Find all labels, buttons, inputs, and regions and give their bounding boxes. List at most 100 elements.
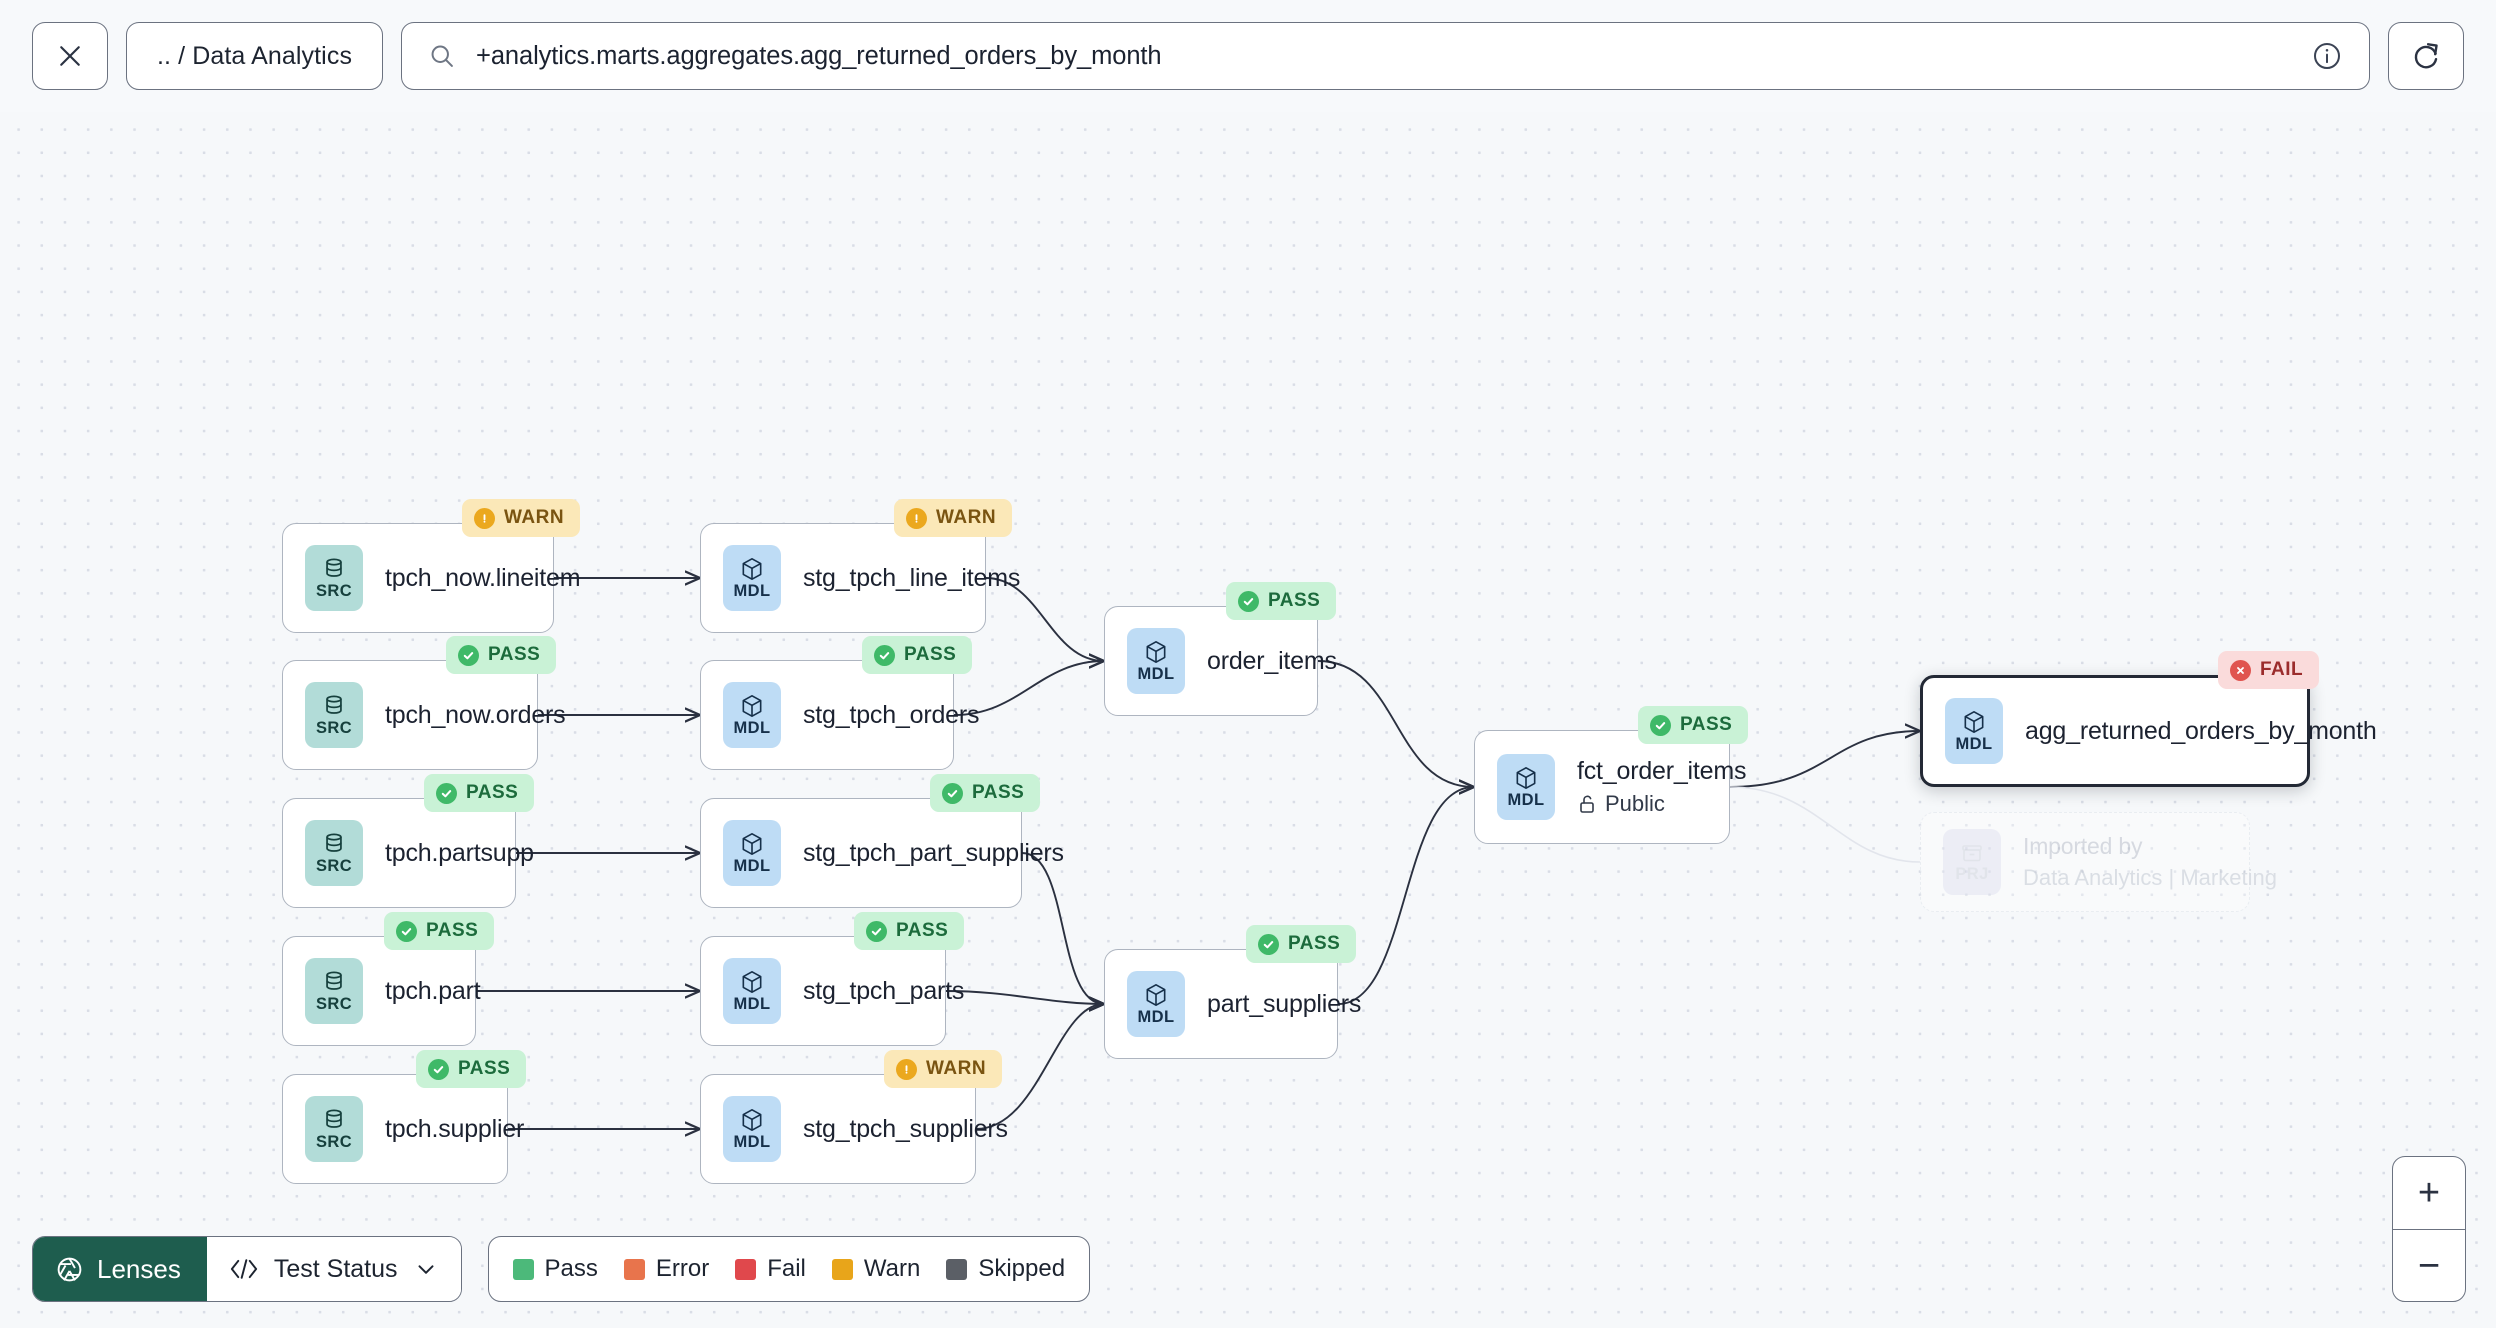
legend-item-fail[interactable]: Fail — [735, 1255, 806, 1283]
status-badge-pass: PASS — [446, 636, 557, 674]
node-type-label: MDL — [733, 995, 771, 1014]
cube-icon — [742, 971, 762, 994]
check-glyph — [463, 651, 474, 659]
check-glyph — [879, 651, 890, 659]
legend-label: Pass — [544, 1255, 598, 1282]
node-type-badge-mdl: MDL — [1945, 698, 2003, 764]
status-legend: Pass Error Fail Warn Skipped — [487, 1236, 1091, 1302]
legend-item-warn[interactable]: Warn — [831, 1255, 920, 1283]
node-type-label: MDL — [1955, 735, 1993, 754]
node-type-label: MDL — [733, 857, 771, 876]
test-status-dropdown[interactable]: Test Status — [206, 1237, 461, 1301]
status-badge-warn: WARN — [462, 499, 581, 537]
check-glyph — [433, 1065, 444, 1073]
node-type-badge-mdl: MDL — [1127, 628, 1185, 694]
node-title: fct_order_items — [1577, 757, 1747, 785]
status-dot — [458, 644, 479, 666]
node-type-label: PRJ — [1955, 865, 1989, 884]
zoom-in-button[interactable]: + — [2393, 1157, 2465, 1229]
close-button[interactable] — [32, 22, 108, 90]
node-body: tpch.part — [385, 976, 481, 1006]
cube-icon — [742, 558, 762, 581]
status-dot — [396, 920, 417, 942]
refresh-button[interactable] — [2388, 22, 2464, 90]
legend-item-error[interactable]: Error — [623, 1255, 709, 1283]
database-icon — [326, 833, 342, 853]
search-input[interactable]: +analytics.marts.aggregates.agg_returned… — [401, 22, 2370, 90]
lenses-button[interactable]: Lenses — [33, 1237, 207, 1301]
node-type-label: SRC — [315, 719, 353, 738]
aperture-icon — [57, 1257, 82, 1281]
node-card-stg_tpch_parts[interactable]: MDL stg_tpch_parts — [700, 936, 965, 1046]
node-title: tpch.supplier — [385, 1114, 525, 1143]
node-type-badge-src: SRC — [305, 545, 363, 611]
close-icon — [60, 46, 80, 66]
status-badge-label: PASS — [896, 920, 949, 941]
zoom-out-label: − — [2417, 1244, 2441, 1287]
check-glyph — [441, 789, 452, 797]
unlock-icon — [1580, 795, 1594, 813]
node-card-tpch_now_lineitem[interactable]: SRC tpch_now.lineitem — [282, 523, 581, 633]
status-badge-label: WARN — [936, 507, 997, 528]
node-title: tpch.partsupp — [385, 838, 534, 867]
info-icon[interactable] — [2311, 40, 2343, 72]
cube-icon — [1146, 641, 1166, 664]
node-type-label: MDL — [1137, 1008, 1175, 1027]
status-badge-warn: WARN — [894, 499, 1013, 537]
node-type-badge-mdl: MDL — [723, 545, 781, 611]
node-body: stg_tpch_line_items — [803, 563, 1021, 593]
archive-icon — [1962, 845, 1982, 862]
legend-item-skipped[interactable]: Skipped — [946, 1255, 1065, 1283]
status-badge-label: FAIL — [2260, 659, 2304, 680]
node-type-label: MDL — [1507, 791, 1545, 810]
status-badge-pass: PASS — [416, 1050, 527, 1088]
status-dot — [942, 782, 963, 804]
legend-label: Fail — [767, 1255, 806, 1282]
search-icon — [431, 45, 453, 67]
node-body: tpch_now.orders — [385, 701, 566, 730]
node-title: stg_tpch_parts — [803, 976, 965, 1005]
status-badge-pass: PASS — [424, 774, 535, 812]
node-card-tpch_supplier[interactable]: SRC tpch.supplier — [282, 1074, 525, 1184]
status-badge-label: PASS — [466, 782, 519, 803]
node-card-stg_tpch_line_items[interactable]: MDL stg_tpch_line_items — [700, 523, 1021, 633]
node-title: tpch_now.lineitem — [385, 563, 581, 592]
node-title: stg_tpch_line_items — [803, 563, 1021, 592]
status-dot — [1238, 590, 1259, 612]
chevron-down-icon — [418, 1265, 433, 1274]
node-body: stg_tpch_orders — [803, 701, 979, 730]
node-type-label: SRC — [315, 1133, 353, 1152]
database-icon — [326, 695, 342, 715]
node-card-tpch_now_orders[interactable]: SRC tpch_now.orders — [282, 660, 566, 770]
status-badge-pass: PASS — [854, 912, 965, 950]
breadcrumb-button[interactable]: .. / Data Analytics — [126, 22, 384, 90]
node-body: tpch.partsupp — [385, 838, 534, 868]
node-subtitle-text: Data Analytics | Marketing — [2023, 865, 2277, 890]
zoom-out-button[interactable]: − — [2393, 1229, 2465, 1301]
graph-node-stg_tpch_parts: MDL stg_tpch_parts PASS — [700, 912, 1066, 1052]
status-dot — [436, 782, 457, 804]
database-icon — [326, 1109, 342, 1129]
node-body: stg_tpch_parts — [803, 976, 965, 1006]
legend-item-pass[interactable]: Pass — [512, 1255, 598, 1283]
node-title: tpch.part — [385, 976, 481, 1005]
legend-swatch — [735, 1258, 757, 1280]
cube-icon — [742, 1109, 762, 1132]
graph-node-tpch_now_lineitem: SRC tpch_now.lineitem WARN — [282, 499, 674, 639]
status-dot — [896, 1058, 917, 1080]
lineage-canvas[interactable]: SRC tpch_now.lineitem WARN SRC tpch_now.orde… — [0, 112, 2496, 1328]
